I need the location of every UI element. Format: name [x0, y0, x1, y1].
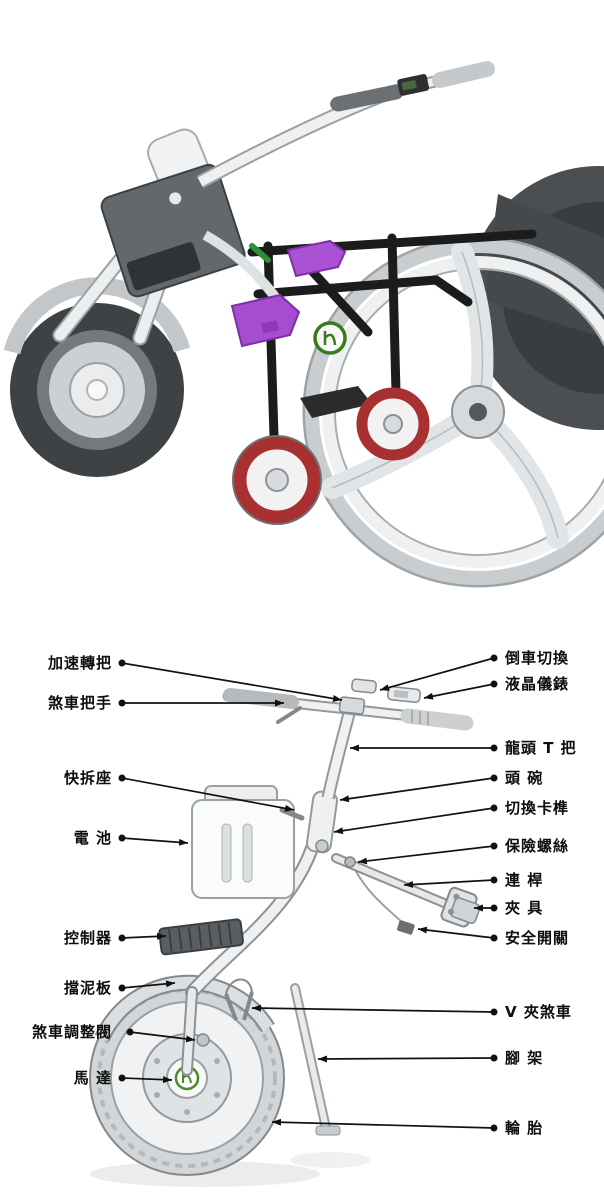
reverse-switch-art	[351, 678, 377, 694]
controller-art	[158, 918, 244, 956]
label-motor: 馬 達	[73, 1069, 112, 1087]
label-throttle-grip: 加速轉把	[47, 654, 112, 672]
label-linkage-rod: 連 桿	[505, 871, 544, 889]
safety-screw-art	[344, 856, 356, 868]
label-fender: 擋泥板	[63, 979, 112, 997]
hub-logo-icon	[174, 1065, 200, 1091]
wheelchair-attachment-art	[3, 61, 604, 588]
label-brake-lever: 煞車把手	[47, 694, 112, 712]
footrest	[300, 386, 372, 418]
linkage-rod-art	[331, 853, 481, 935]
label-controller: 控制器	[63, 929, 112, 947]
brake-adjuster-knob-art	[196, 1033, 210, 1047]
clamp-art	[440, 886, 481, 928]
label-v-brake: V 夾煞車	[505, 1003, 572, 1021]
stem-art	[321, 708, 357, 800]
caster-wheel-mid-icon	[356, 387, 430, 461]
label-battery: 電 池	[73, 829, 112, 847]
caster-wheel-front-icon	[232, 435, 322, 525]
green-lever-icon	[249, 243, 271, 263]
handbike-diagram-art	[89, 678, 481, 1187]
figure-wheelchair-attachment	[3, 61, 604, 588]
brand-logo-icon	[313, 321, 347, 355]
handbike-battery	[100, 163, 246, 298]
left-grip-art	[223, 688, 299, 709]
lcd-meter-art	[387, 686, 421, 703]
v-brake-art	[224, 978, 254, 1021]
handbike-handlebar	[330, 61, 495, 112]
label-lcd-meter: 液晶儀錶	[505, 675, 570, 693]
wheelchair-frame	[247, 229, 537, 465]
label-kickstand: 腳 架	[505, 1049, 544, 1067]
brake-lever-art	[276, 706, 302, 724]
bar-clamp-art	[338, 696, 366, 715]
kickstand-art	[290, 983, 341, 1136]
throttle-grip-art	[400, 708, 474, 731]
label-tire: 輪 胎	[505, 1119, 544, 1137]
label-t-handlebar: 龍頭 T 把	[505, 739, 577, 757]
label-headset: 頭 碗	[505, 769, 544, 787]
safety-switch-art	[397, 920, 415, 935]
label-safety-screw: 保險螺絲	[505, 837, 570, 855]
label-brake-adjuster: 煞車調整閥	[31, 1023, 112, 1041]
label-quick-release: 快拆座	[63, 769, 112, 787]
control-display-icon	[397, 74, 430, 96]
attachment-clamps-highlighted	[230, 239, 347, 348]
label-switch-latch: 切換卡榫	[505, 799, 570, 817]
label-clamp: 夾 具	[505, 899, 544, 917]
label-reverse-switch: 倒車切換	[505, 649, 570, 667]
battery-art	[191, 785, 295, 899]
kickstand-shadow	[290, 1152, 370, 1168]
handbike-front-wheel-icon	[10, 303, 184, 477]
label-safety-switch: 安全開關	[505, 929, 570, 947]
figure-parts-diagram	[0, 600, 604, 1200]
fork-art	[181, 841, 319, 1076]
